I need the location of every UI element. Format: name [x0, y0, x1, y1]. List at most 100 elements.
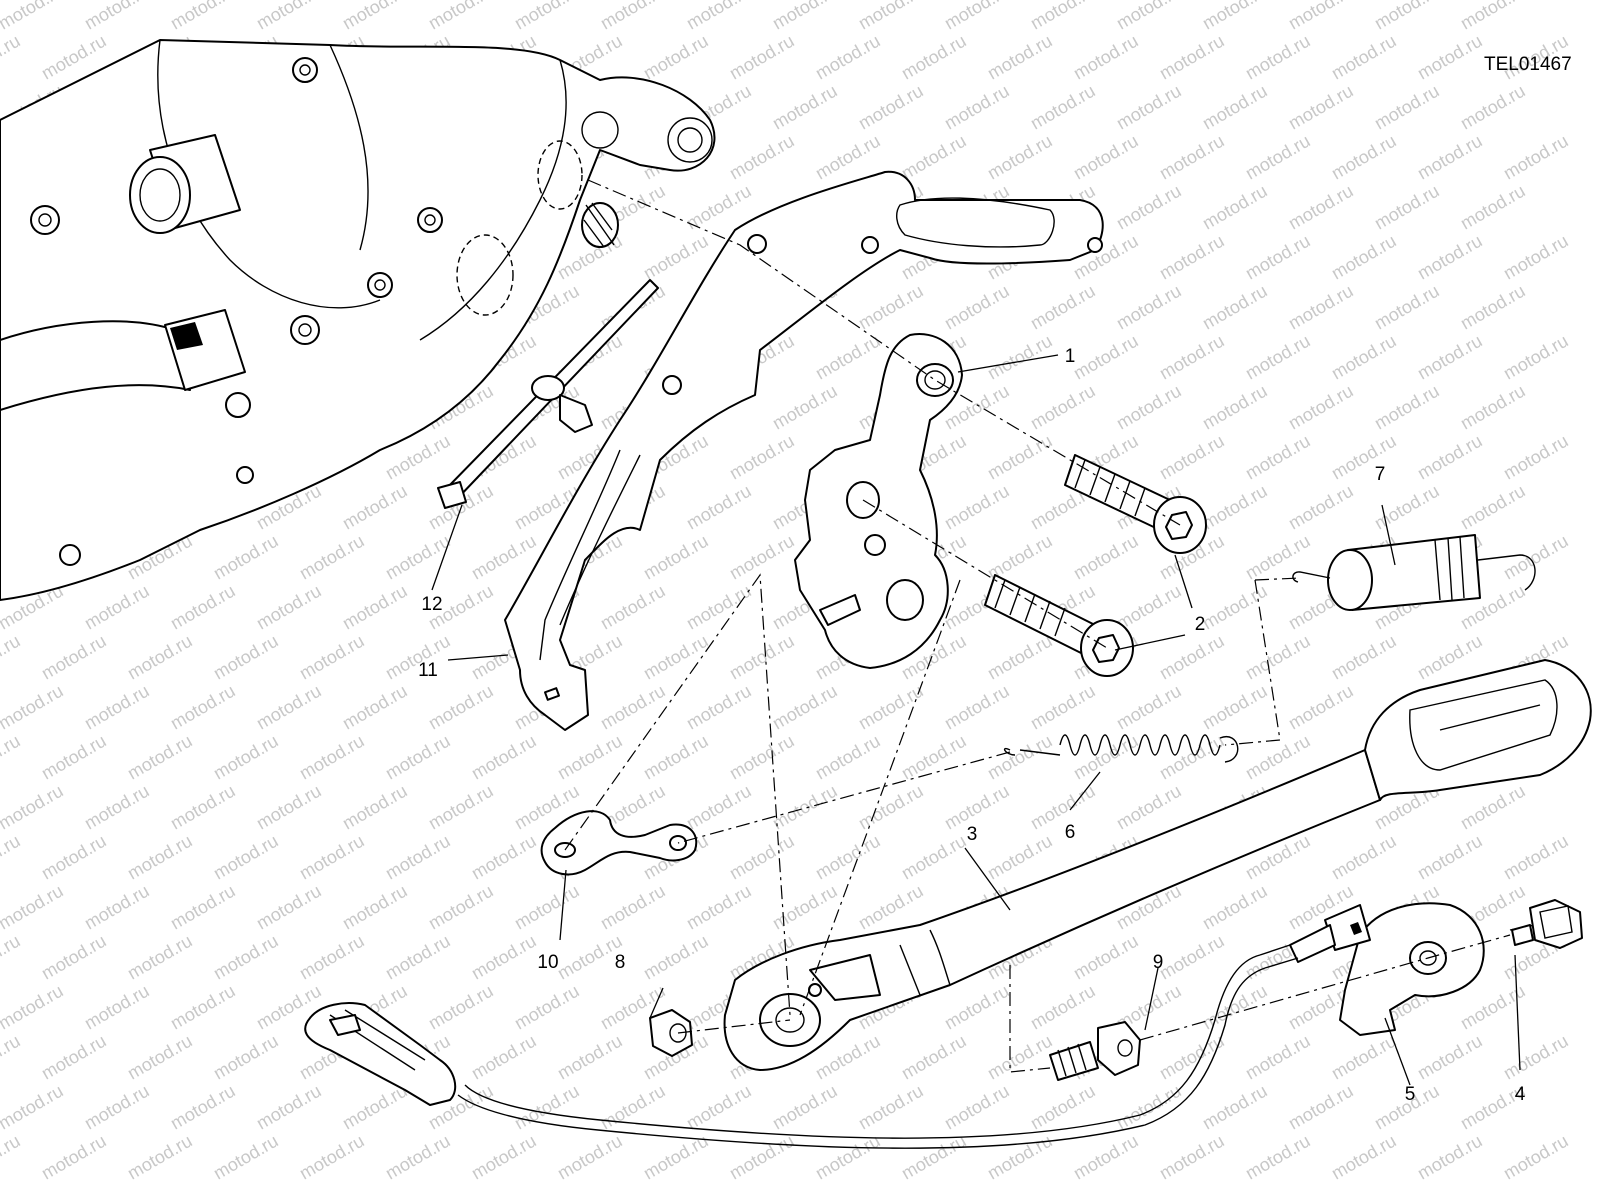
watermark: motod.ru: [296, 1131, 368, 1184]
watermark: motod.ru: [81, 581, 153, 634]
watermark: motod.ru: [1070, 131, 1142, 184]
watermark: motod.ru: [726, 531, 798, 584]
watermark: motod.ru: [167, 681, 239, 734]
watermark: motod.ru: [855, 1081, 927, 1134]
watermark: motod.ru: [1500, 1131, 1572, 1184]
watermark: motod.ru: [210, 731, 282, 784]
watermark: motod.ru: [984, 831, 1056, 884]
watermark: motod.ru: [984, 731, 1056, 784]
watermark: motod.ru: [167, 581, 239, 634]
watermark: motod.ru: [1027, 981, 1099, 1034]
watermark: motod.ru: [0, 731, 24, 784]
watermark: motod.ru: [554, 731, 626, 784]
watermark: motod.ru: [1156, 31, 1228, 84]
assembly-lines: [564, 179, 1511, 1073]
watermark: motod.ru: [1027, 681, 1099, 734]
watermark: motod.ru: [1414, 331, 1486, 384]
watermark: motod.ru: [683, 1081, 755, 1134]
watermark: motod.ru: [984, 431, 1056, 484]
watermark: motod.ru: [984, 131, 1056, 184]
watermark: motod.ru: [769, 681, 841, 734]
watermark: motod.ru: [1027, 0, 1099, 33]
callout-1: 1: [1065, 346, 1076, 367]
watermark: motod.ru: [1457, 81, 1529, 134]
watermark: motod.ru: [210, 831, 282, 884]
callout-10: 10: [537, 952, 558, 973]
watermark: motod.ru: [339, 681, 411, 734]
watermark: motod.ru: [124, 731, 196, 784]
watermark: motod.ru: [296, 931, 368, 984]
watermark: motod.ru: [1371, 381, 1443, 434]
watermark: motod.ru: [38, 731, 110, 784]
watermark: motod.ru: [1070, 731, 1142, 784]
watermark: motod.ru: [1242, 631, 1314, 684]
watermark: motod.ru: [812, 331, 884, 384]
watermark: motod.ru: [511, 0, 583, 33]
watermark: motod.ru: [984, 631, 1056, 684]
nut: [649, 1009, 693, 1057]
watermark: motod.ru: [1285, 1081, 1357, 1134]
watermark: motod.ru: [1113, 781, 1185, 834]
watermark: motod.ru: [640, 731, 712, 784]
watermark: motod.ru: [1500, 831, 1572, 884]
watermark: motod.ru: [1500, 131, 1572, 184]
watermark: motod.ru: [1414, 631, 1486, 684]
watermark: motod.ru: [253, 0, 325, 33]
watermark: motod.ru: [38, 831, 110, 884]
watermark: motod.ru: [1113, 381, 1185, 434]
watermark: motod.ru: [210, 931, 282, 984]
watermark: motod.ru: [382, 931, 454, 984]
watermark: motod.ru: [1457, 381, 1529, 434]
watermark: motod.ru: [812, 831, 884, 884]
watermark: motod.ru: [253, 881, 325, 934]
watermark: motod.ru: [1285, 481, 1357, 534]
watermark: motod.ru: [1027, 281, 1099, 334]
watermark: motod.ru: [167, 1081, 239, 1134]
watermark: motod.ru: [425, 981, 497, 1034]
watermark: motod.ru: [1328, 1131, 1400, 1184]
watermark: motod.ru: [253, 681, 325, 734]
watermark: motod.ru: [984, 31, 1056, 84]
watermark: motod.ru: [1070, 531, 1142, 584]
watermark: motod.ru: [124, 1131, 196, 1184]
watermark: motod.ru: [683, 881, 755, 934]
watermark: motod.ru: [640, 931, 712, 984]
watermark: motod.ru: [81, 781, 153, 834]
watermark: motod.ru: [1242, 1031, 1314, 1084]
watermark: motod.ru: [1328, 231, 1400, 284]
watermark: motod.ru: [1156, 131, 1228, 184]
watermark: motod.ru: [38, 1131, 110, 1184]
watermark: motod.ru: [81, 681, 153, 734]
watermark: motod.ru: [0, 781, 67, 834]
callout-7: 7: [1375, 464, 1386, 485]
spring-short: [1292, 534, 1536, 611]
watermark: motod.ru: [339, 0, 411, 33]
watermark: motod.ru: [38, 1031, 110, 1084]
watermark: motod.ru: [597, 0, 669, 33]
watermark: motod.ru: [683, 681, 755, 734]
watermark: motod.ru: [855, 81, 927, 134]
watermark: motod.ru: [0, 0, 67, 33]
watermark: motod.ru: [898, 31, 970, 84]
watermark: motod.ru: [0, 981, 67, 1034]
watermark: motod.ru: [425, 0, 497, 33]
watermark: motod.ru: [511, 1081, 583, 1134]
watermark: motod.ru: [1199, 481, 1271, 534]
watermark: motod.ru: [1414, 231, 1486, 284]
watermark: motod.ru: [382, 731, 454, 784]
watermark: motod.ru: [0, 931, 24, 984]
extension-spring: [1003, 734, 1239, 763]
watermark: motod.ru: [339, 781, 411, 834]
watermark: motod.ru: [1156, 1031, 1228, 1084]
watermark: motod.ru: [726, 131, 798, 184]
watermark: motod.ru: [726, 731, 798, 784]
watermark: motod.ru: [1027, 81, 1099, 134]
watermark: motod.ru: [1199, 381, 1271, 434]
watermark: motod.ru: [1285, 381, 1357, 434]
watermark: motod.ru: [1113, 0, 1185, 33]
watermark: motod.ru: [124, 631, 196, 684]
watermark: motod.ru: [1242, 431, 1314, 484]
watermark: motod.ru: [941, 481, 1013, 534]
watermark: motod.ru: [81, 881, 153, 934]
